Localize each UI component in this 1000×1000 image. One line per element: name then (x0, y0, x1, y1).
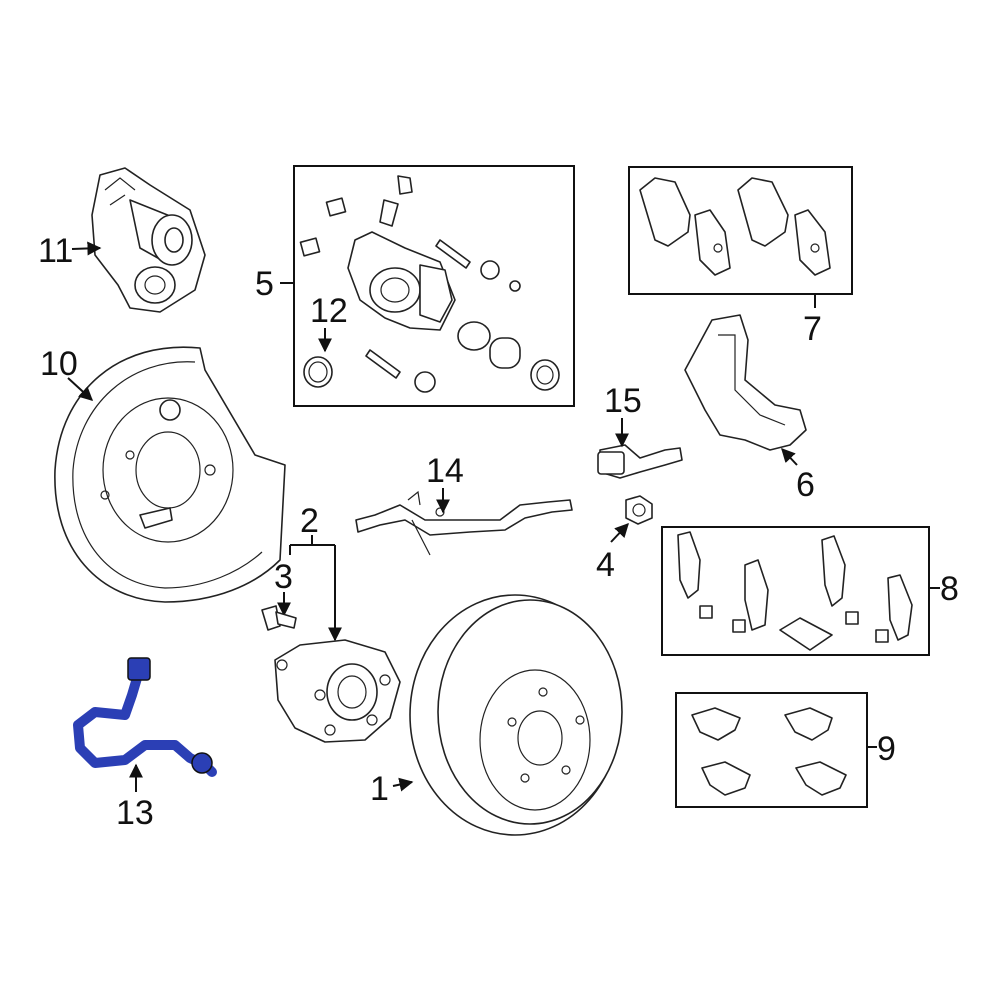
label-4: 4 (596, 546, 615, 584)
leader-4 (610, 522, 629, 543)
hardware-kit-box (661, 526, 930, 656)
label-5: 5 (255, 265, 274, 303)
clip-kit-box (675, 692, 868, 808)
hub-nut (625, 495, 653, 525)
label-14: 14 (426, 452, 464, 490)
wheel-bolt (261, 605, 297, 631)
label-8: 8 (940, 570, 959, 608)
leader-6 (781, 447, 798, 466)
clip-parts (691, 707, 847, 796)
label-6: 6 (796, 466, 815, 504)
leader-1 (392, 777, 414, 792)
seal-ring (303, 356, 333, 388)
label-15: 15 (604, 382, 642, 420)
label-3: 3 (274, 558, 293, 596)
label-12: 12 (310, 292, 348, 330)
abs-sensor-highlighted (73, 657, 217, 777)
label-10: 10 (40, 345, 78, 383)
label-11: 11 (38, 232, 73, 270)
hardware-kit-parts (677, 531, 913, 651)
label-2: 2 (300, 502, 319, 540)
backing-plate (54, 346, 286, 603)
parking-brake-actuator (91, 167, 206, 313)
leader-10 (67, 377, 94, 401)
brake-pads (639, 177, 831, 276)
label-9: 9 (877, 730, 896, 768)
brake-pad-box (628, 166, 853, 295)
caliper-kit-box (293, 165, 575, 407)
label-1: 1 (370, 770, 389, 808)
leader-11 (71, 241, 102, 256)
pad-wear-sensor (597, 444, 683, 479)
label-7: 7 (803, 310, 822, 348)
hub-bearing (274, 639, 401, 743)
caliper-bracket (684, 314, 807, 451)
wire-harness (355, 490, 573, 556)
caliper-assembly (299, 175, 560, 393)
label-13: 13 (116, 794, 154, 832)
brake-rotor (409, 594, 623, 836)
